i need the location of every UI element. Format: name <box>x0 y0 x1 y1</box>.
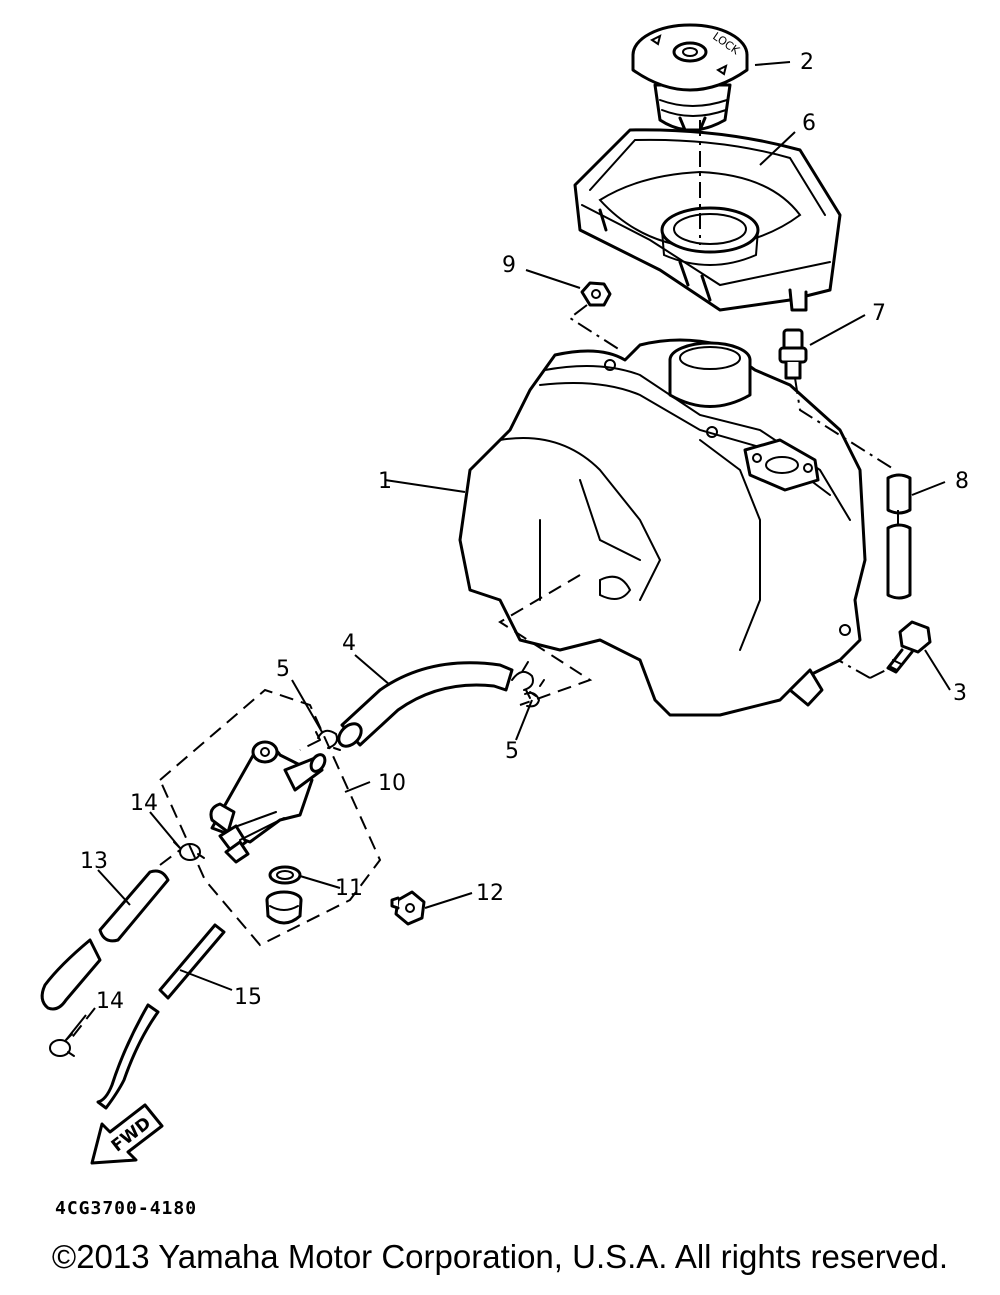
callout-5-upper: 5 <box>276 657 290 682</box>
callout-5-lower: 5 <box>505 739 519 764</box>
callout-10: 10 <box>378 771 406 796</box>
fuel-tank-exploded-diagram: LOCK <box>40 23 969 1219</box>
forward-direction-arrow: FWD <box>90 1103 164 1165</box>
callout-13: 13 <box>80 849 108 874</box>
callout-labels: 1 2 3 4 5 5 6 7 8 9 10 11 12 13 14 14 15 <box>80 50 969 1014</box>
breather-hose[interactable] <box>886 473 912 600</box>
callout-1: 1 <box>378 469 392 494</box>
hose-15[interactable] <box>96 923 226 1110</box>
fuel-hose[interactable] <box>334 661 514 751</box>
callout-12: 12 <box>476 881 504 906</box>
nut[interactable] <box>580 281 612 307</box>
copyright-notice: ©2013 Yamaha Motor Corporation, U.S.A. A… <box>51 1238 949 1275</box>
tank-bolt[interactable] <box>886 620 932 674</box>
callout-3: 3 <box>953 681 967 706</box>
drawing-code: 4CG3700-4180 <box>55 1198 197 1219</box>
hose-clip-14-lower[interactable] <box>49 1033 75 1057</box>
leader-lines <box>65 61 951 1041</box>
callout-2: 2 <box>800 50 814 75</box>
callout-9: 9 <box>502 253 516 278</box>
callout-14-lower: 14 <box>96 989 124 1014</box>
callout-7: 7 <box>872 301 886 326</box>
fuel-cap[interactable]: LOCK <box>631 23 749 132</box>
fuel-cock[interactable] <box>209 740 328 864</box>
hose-clip-upper[interactable] <box>511 661 537 697</box>
screw[interactable] <box>390 890 426 926</box>
callout-11: 11 <box>335 876 363 901</box>
drain-cup[interactable] <box>265 890 303 925</box>
hose-clip-right[interactable] <box>524 679 545 708</box>
hose-clip-lower[interactable] <box>315 729 341 751</box>
hose-13[interactable] <box>40 869 170 1011</box>
vent-fitting[interactable] <box>778 328 808 380</box>
gasket[interactable] <box>268 865 302 885</box>
callout-8: 8 <box>955 469 969 494</box>
callout-6: 6 <box>802 111 816 136</box>
fuel-tank[interactable] <box>458 338 867 717</box>
callout-15: 15 <box>234 985 262 1010</box>
callout-14-upper: 14 <box>130 791 158 816</box>
callout-4: 4 <box>342 631 356 656</box>
tank-cover[interactable] <box>573 128 842 312</box>
assembly-lines <box>69 120 899 1041</box>
fuel-cock-kit-outline <box>158 688 382 947</box>
